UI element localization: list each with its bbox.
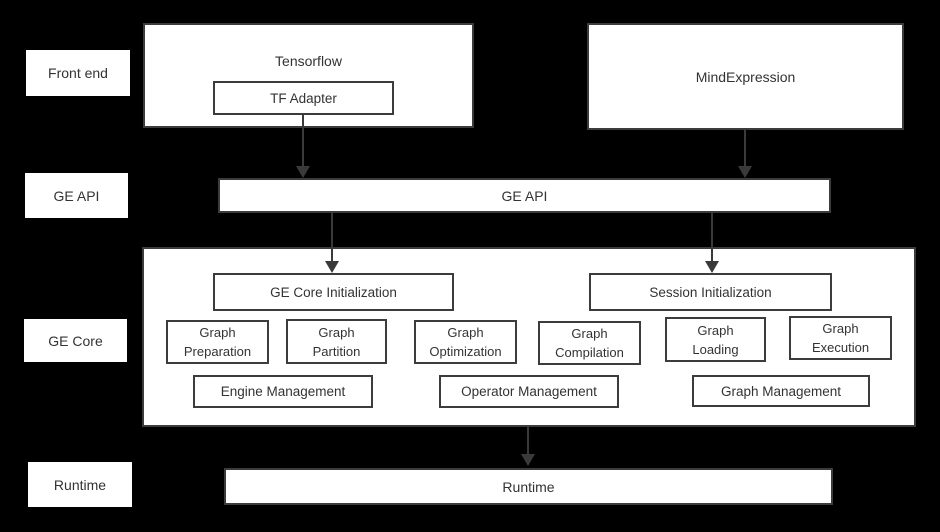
ge-api-bar: GE API [218, 178, 831, 213]
stage-label-line2: Loading [692, 341, 739, 357]
stage-label-line1: Graph [318, 324, 355, 340]
stage-label-line2: Partition [312, 343, 361, 359]
mindexpression-box: MindExpression [587, 23, 904, 130]
stage-label-line1: Graph [447, 325, 484, 340]
runtime-bar: Runtime [224, 468, 833, 505]
arrow-ge-core-to-runtime-stem [527, 427, 529, 455]
layer-label-runtime: Runtime [28, 462, 132, 507]
layer-label-ge-core: GE Core [24, 319, 127, 362]
arrow-ge-api-to-session-init-stem [711, 213, 713, 262]
tensorflow-label: Tensorflow [275, 53, 342, 69]
ge-core-initialization-box: GE Core Initialization [213, 273, 454, 311]
session-initialization-box: Session Initialization [589, 273, 832, 311]
engine-management-box: Engine Management [193, 375, 373, 408]
arrow-ge-api-to-ge-core-init-head [325, 261, 339, 273]
arrow-ge-api-to-session-init-head [705, 261, 719, 273]
graph-execution-box: Graph Execution [789, 316, 892, 360]
stage-label-line1: Graph [199, 325, 236, 340]
layer-label-ge-api: GE API [25, 173, 128, 218]
stage-label-line1: Graph [697, 322, 734, 338]
graph-management-box: Graph Management [692, 375, 870, 407]
arrow-mindexpression-to-ge-api-head [738, 166, 752, 178]
stage-label-line1: Graph [822, 321, 859, 336]
operator-management-box: Operator Management [439, 375, 619, 408]
stage-label-line2: Optimization [429, 344, 502, 359]
arrow-mindexpression-to-ge-api-stem [744, 130, 746, 167]
graph-loading-box: Graph Loading [665, 317, 766, 362]
layer-label-front-end: Front end [26, 50, 130, 96]
arrow-ge-api-to-ge-core-init-stem [331, 213, 333, 262]
stage-label-line1: Graph [571, 326, 608, 341]
arrow-tf-adapter-to-ge-api-stem [302, 114, 304, 167]
arrow-tf-adapter-to-ge-api-head [296, 166, 310, 178]
stage-label-line2: Compilation [555, 345, 624, 360]
graph-partition-box: Graph Partition [286, 319, 387, 364]
stage-label-line2: Execution [811, 340, 870, 355]
graph-optimization-box: Graph Optimization [414, 320, 517, 364]
tf-adapter-box: TF Adapter [213, 81, 394, 115]
graph-preparation-box: Graph Preparation [166, 320, 269, 364]
arrow-ge-core-to-runtime-head [521, 454, 535, 466]
graph-compilation-box: Graph Compilation [538, 321, 641, 365]
stage-label-line2: Preparation [183, 344, 252, 359]
